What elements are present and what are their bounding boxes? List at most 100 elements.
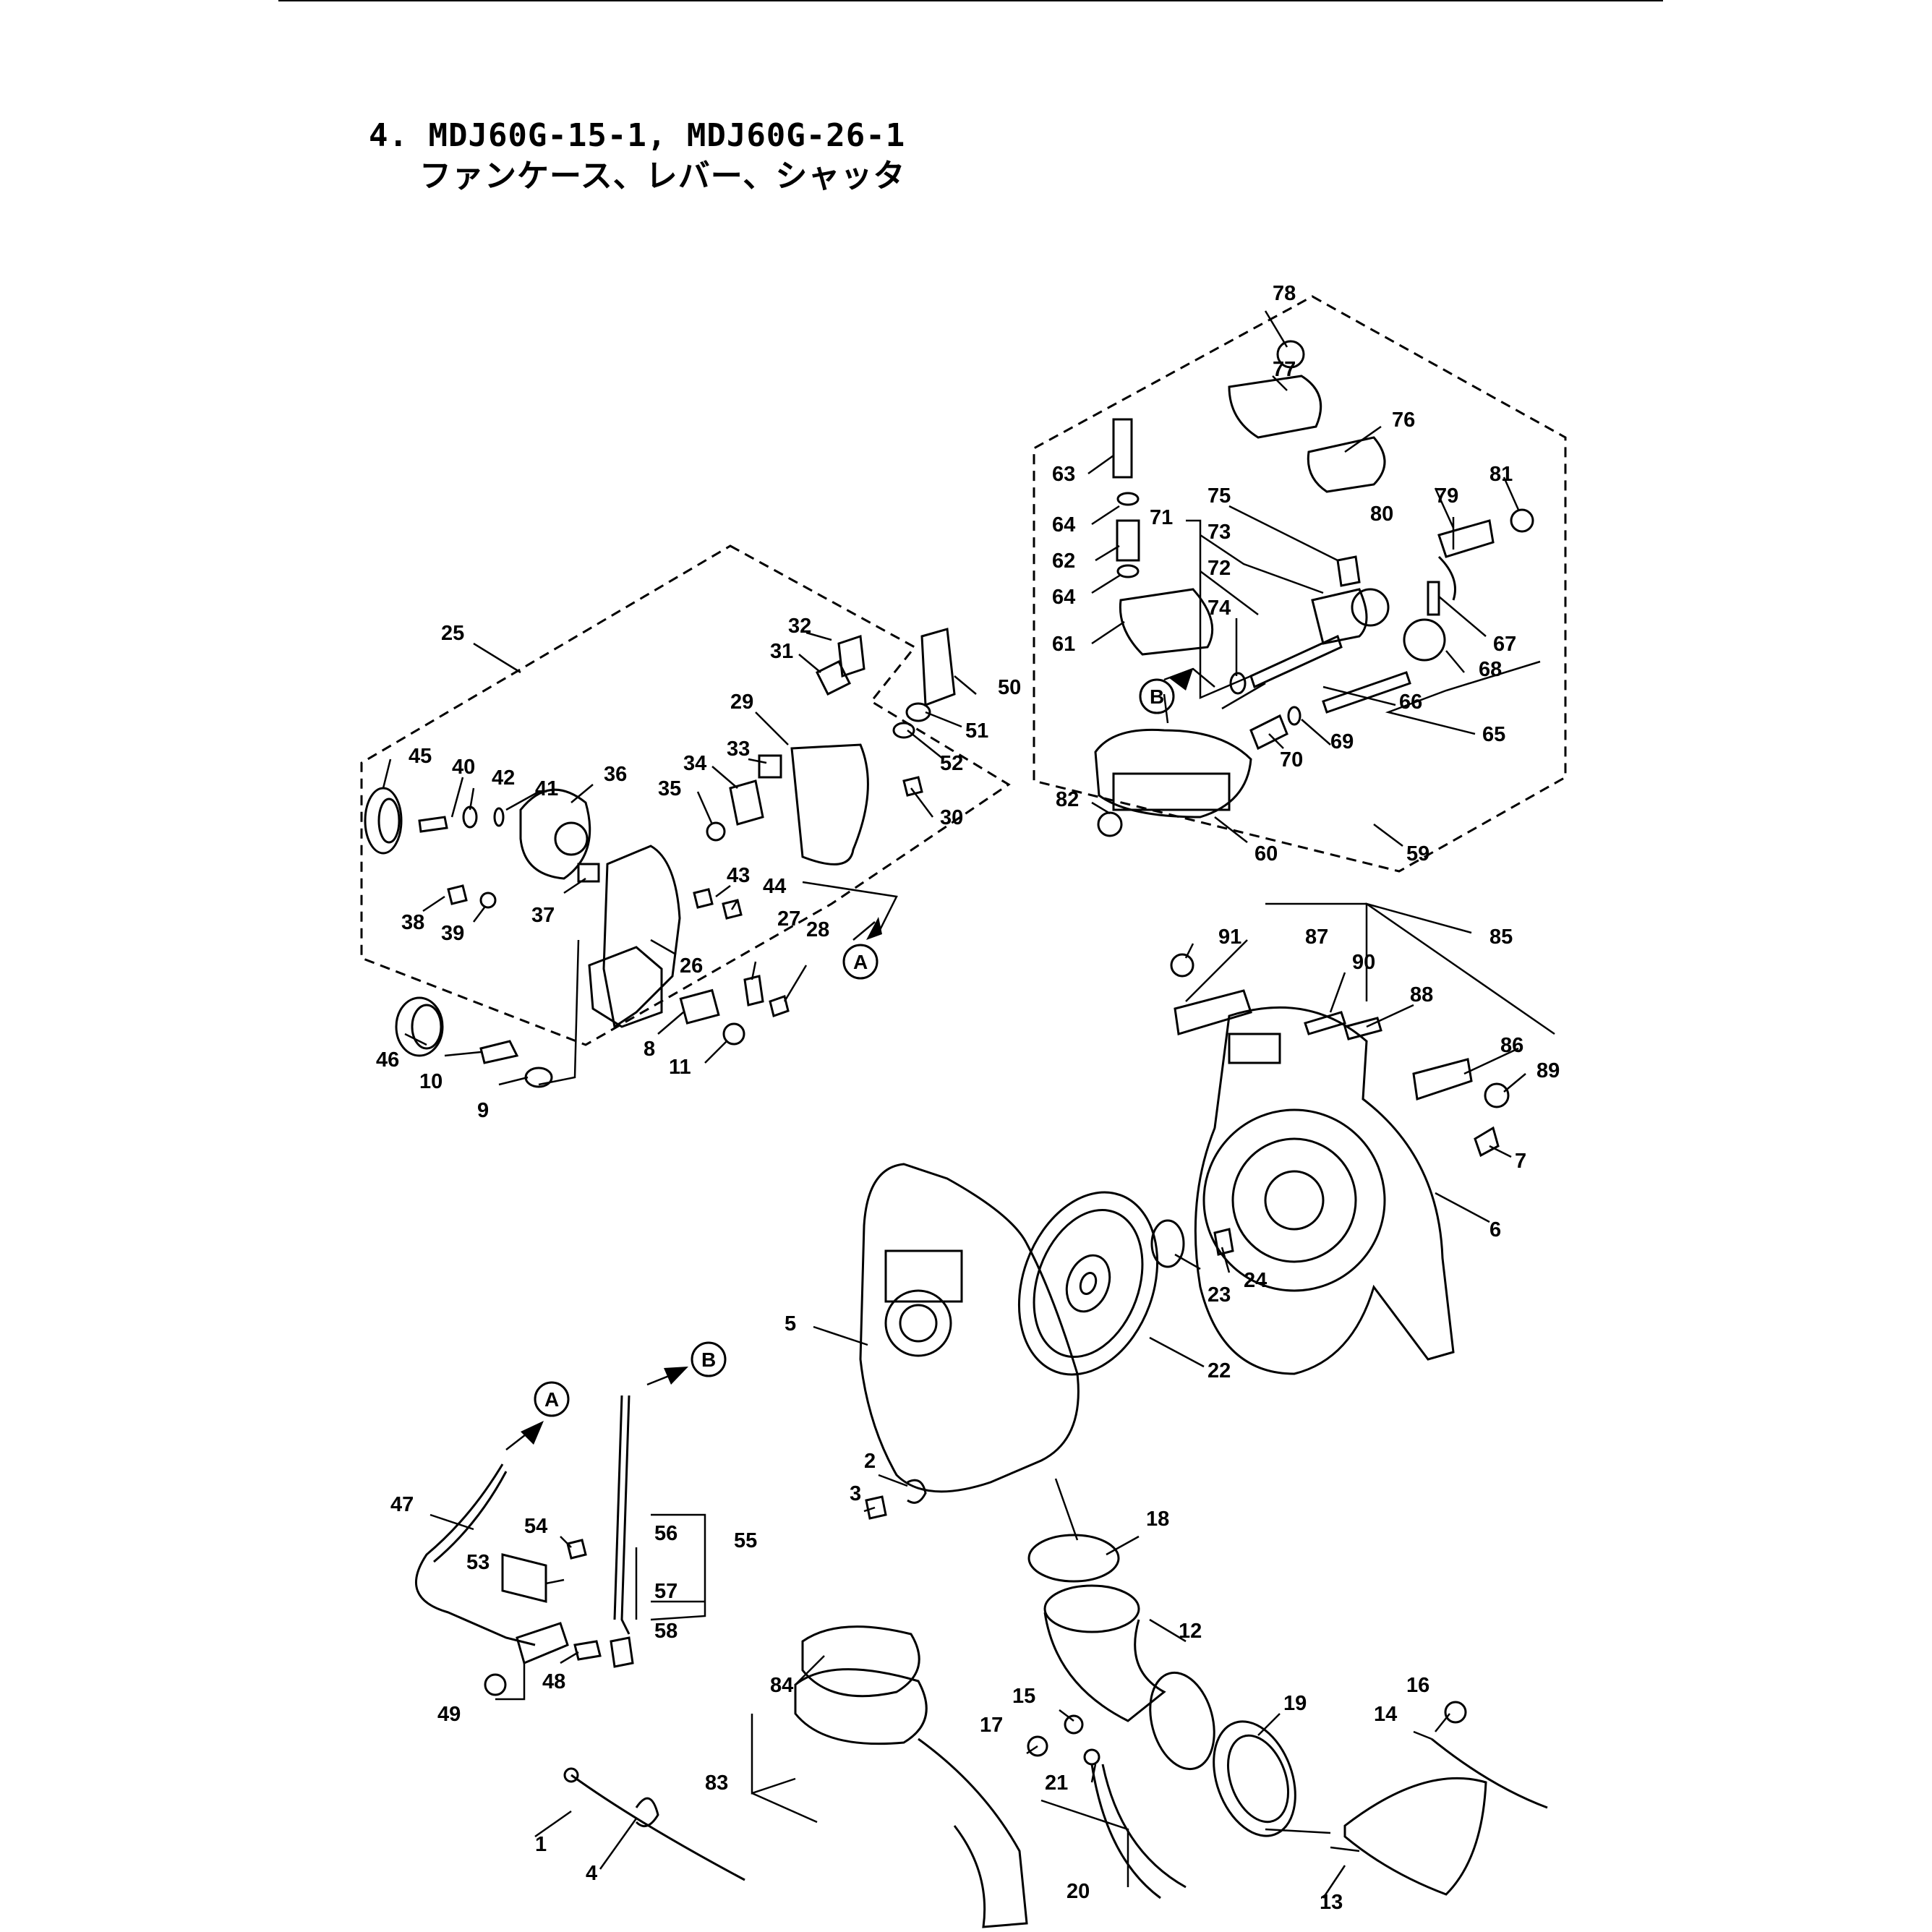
callout-circle-a-bottom [534,1381,570,1417]
part-number: 18 [1146,1508,1169,1531]
part-number: 55 [734,1529,757,1552]
part-number: 12 [1179,1620,1202,1643]
part-number: 73 [1208,521,1231,544]
part-number: 9 [477,1099,489,1122]
callout-a-top: A [853,951,868,973]
bolt-88 [1343,1017,1382,1040]
part-number: 64 [1052,586,1075,609]
part-number: 17 [980,1714,1003,1737]
part-number: 53 [466,1551,490,1574]
part-number: 8 [644,1038,655,1061]
screw-54 [566,1539,587,1560]
part-number: 45 [409,745,432,768]
part-number: 84 [770,1674,793,1697]
part-number: 74 [1208,597,1231,620]
part-number: 54 [524,1515,547,1538]
screw-38 [447,884,468,905]
part-number: 25 [441,622,464,645]
ring-52 [892,722,915,739]
clip-33 [758,754,782,779]
part-number: 36 [604,763,627,786]
part-number: 50 [998,676,1021,699]
callout-a-bottom: A [544,1388,559,1411]
part-number: 62 [1052,550,1075,573]
part-number: 34 [683,752,706,775]
part-number: 30 [940,806,963,829]
part-number: 87 [1305,926,1328,949]
harness-20 [1090,1764,1161,1899]
gear-68 [1403,618,1446,662]
part-number: 2 [864,1450,876,1473]
gasket-18 [1027,1534,1120,1583]
terminal-21 [1083,1748,1100,1766]
clamp-4 [635,1797,659,1828]
bracket-48 [516,1622,569,1665]
title-model-line: 4. MDJ60G-15-1, MDJ60G-26-1 [369,117,906,154]
gear-73 [1311,588,1368,645]
nut-49 [484,1673,507,1696]
pin-67 [1427,581,1440,616]
part-number: 44 [763,875,786,898]
ring-41 [493,807,505,827]
part-number: 81 [1489,463,1513,486]
part-number: 40 [452,756,475,779]
part-number: 43 [727,864,750,887]
part-number: 1 [535,1833,547,1856]
part-number: 52 [940,752,963,775]
screw-30 [902,776,923,797]
part-number: 58 [654,1620,678,1643]
part-number: 33 [727,738,750,761]
pipe-83 [794,1625,1028,1928]
part-number: 51 [965,719,988,743]
part-number: 38 [401,911,424,934]
part-number: 46 [376,1048,399,1072]
part-number: 89 [1536,1059,1560,1082]
part-number: 6 [1489,1218,1501,1241]
part-number: 37 [531,904,555,927]
nut-24 [1213,1228,1234,1256]
nut-43 [693,888,714,909]
part-number: 22 [1208,1359,1231,1382]
part-number: 31 [770,640,793,663]
part-number: 72 [1208,557,1231,580]
fan-case-rear [1194,1006,1455,1375]
nut-91 [1170,953,1194,978]
part-number: 10 [419,1070,443,1093]
nut-11 [722,1022,745,1046]
fan-impeller [1017,1191,1159,1376]
part-number: 47 [390,1493,414,1516]
part-number: 66 [1399,691,1422,714]
screw-28 [769,995,790,1017]
part-number: 28 [806,918,829,941]
ring-19 [1213,1720,1296,1837]
part-number: 21 [1045,1771,1068,1795]
part-number: 65 [1482,723,1505,746]
part-number: 83 [705,1771,728,1795]
part-number: 80 [1370,503,1393,526]
callout-circle-b-bottom [691,1341,727,1377]
seal-45 [364,787,403,855]
part-number: 68 [1479,658,1502,681]
shaft-66 [1322,671,1411,714]
pad-61 [1119,588,1214,656]
bolt-40 [418,816,448,833]
callout-circle-b-top [1139,678,1175,714]
page-title: 4. MDJ60G-15-1, MDJ60G-26-1 ファンケース、レバー、シ… [369,116,905,197]
clip-76 [1307,436,1386,493]
part-number: 41 [535,777,558,800]
part-number: 32 [788,615,811,638]
part-number: 14 [1374,1703,1397,1726]
washer-23 [1150,1219,1185,1268]
screw-78 [1276,340,1305,369]
spring-70 [1249,714,1288,751]
grip-50 [920,628,956,707]
part-number: 27 [777,907,800,931]
bolt-16 [1444,1701,1467,1724]
screw-15 [1064,1714,1084,1735]
bracket-87 [1174,989,1252,1035]
spring-34 [729,779,764,826]
throttle-cable-47 [415,1463,536,1646]
part-number: 13 [1320,1891,1343,1914]
bolt-90 [1304,1011,1346,1035]
washer-42 [462,805,478,829]
